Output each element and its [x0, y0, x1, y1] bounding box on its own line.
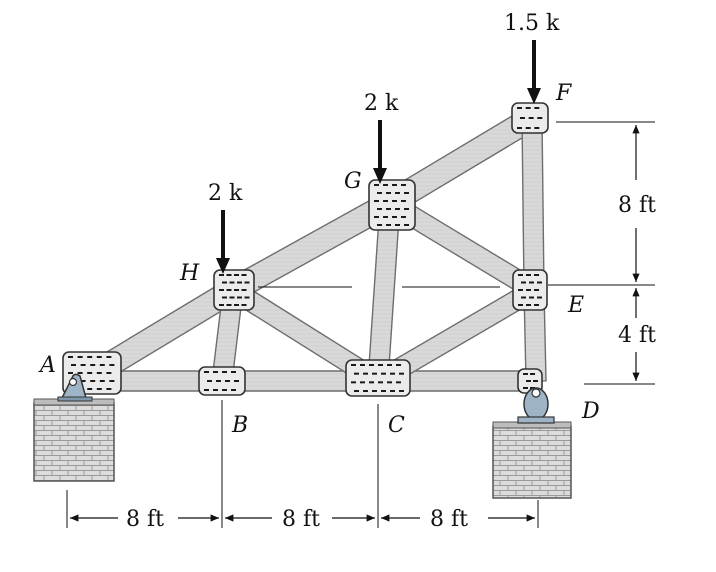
right-pier — [492, 421, 572, 499]
joint-label-c: C — [388, 413, 405, 438]
gusset-plate-b — [198, 366, 246, 396]
truss-members — [74, 106, 547, 393]
joint-label-e: E — [567, 293, 584, 318]
dimension-label-upper: 8 ft — [618, 193, 656, 218]
gusset-plate-g — [368, 179, 416, 231]
pin-support-icon — [57, 373, 93, 402]
left-pier — [33, 398, 115, 482]
joint-label-d: D — [581, 399, 600, 424]
dimension-lines — [66, 121, 655, 528]
joint-label-h: H — [179, 261, 200, 286]
load-arrows — [216, 40, 541, 274]
joint-label-a: A — [38, 353, 56, 378]
roller-support-icon — [517, 387, 555, 424]
load-label-f: 1.5 k — [504, 11, 560, 36]
load-arrowhead-f — [527, 88, 541, 104]
dimension-label-ab: 8 ft — [126, 507, 164, 532]
load-arrowhead-g — [373, 168, 387, 184]
gusset-plates — [62, 102, 549, 397]
gusset-plate-e — [512, 269, 548, 311]
joint-label-g: G — [344, 169, 362, 194]
gusset-plate-f — [511, 102, 549, 134]
joint-label-f: F — [555, 81, 572, 106]
dimension-arrows — [70, 125, 640, 522]
dimension-label-cd: 8 ft — [430, 507, 468, 532]
load-label-g: 2 k — [364, 91, 399, 116]
gusset-plate-c — [345, 359, 411, 397]
load-arrowhead-h — [216, 258, 230, 274]
load-label-h: 2 k — [208, 181, 243, 206]
member-fe — [521, 117, 545, 291]
gusset-plate-h — [213, 269, 255, 311]
joint-label-b: B — [231, 413, 248, 438]
dimension-label-lower: 4 ft — [618, 323, 656, 348]
dimension-label-bc: 8 ft — [282, 507, 320, 532]
